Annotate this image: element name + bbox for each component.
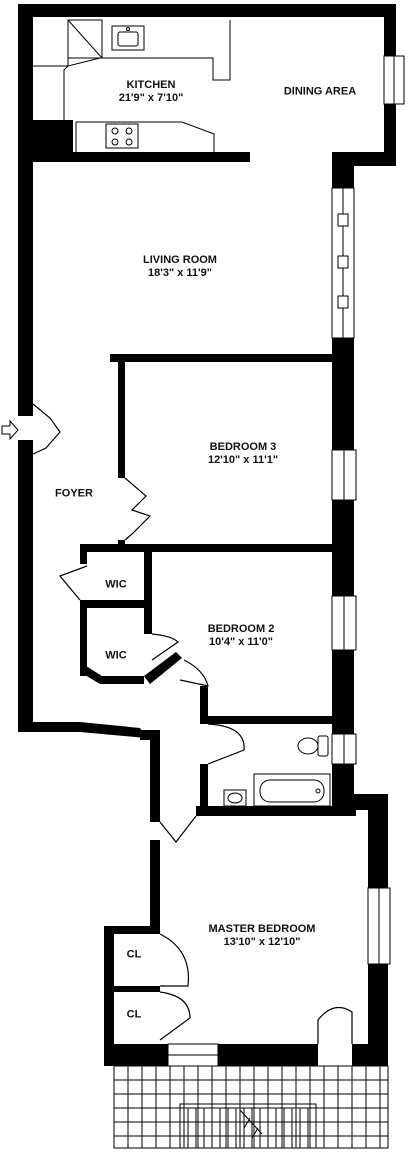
entry-door (32, 403, 61, 455)
wall-foyer-bottom-angle (80, 722, 146, 738)
door-wic1 (58, 565, 88, 601)
wall-right-mid (332, 152, 354, 188)
wall-left (18, 4, 33, 416)
window-bedroom3 (331, 449, 357, 501)
door-cl2 (159, 991, 191, 1041)
bath-sink-icon (223, 789, 247, 807)
wall-master-right2 (368, 964, 388, 1066)
wall-foyer-bottom (18, 722, 80, 732)
wall-bed3-left (118, 354, 125, 478)
wall-bed2-left (200, 686, 208, 720)
wall-bed2-top (80, 544, 354, 552)
window-bath (331, 733, 357, 765)
window-master-right (367, 887, 391, 965)
wall-bed3-top (110, 354, 354, 362)
wall-top (18, 4, 390, 17)
kitchen-counter (33, 19, 231, 152)
wall-right-mid5 (332, 764, 354, 798)
wall-right-dining (384, 4, 396, 56)
door-bath (207, 723, 245, 765)
door-master (159, 815, 197, 843)
door-bedroom2 (179, 659, 209, 687)
toilet-icon (297, 735, 329, 757)
bathtub-icon (253, 773, 331, 807)
wall-master-bottom (104, 1044, 168, 1066)
wall-master-left2 (150, 840, 160, 926)
stove-icon (105, 123, 139, 149)
window-bedroom2 (331, 595, 357, 651)
wall-bed2-bottom (200, 716, 354, 724)
wall-closet-left (104, 926, 114, 1066)
door-cl1 (159, 933, 190, 987)
wall-wic2-angle (144, 652, 182, 684)
wall-master-bottom3 (352, 1044, 388, 1066)
door-balcony (317, 1006, 353, 1044)
window-living (331, 187, 355, 339)
entry-arrow-icon (1, 419, 19, 441)
door-bedroom3 (124, 477, 152, 541)
wall-wic2-bottom (80, 666, 144, 684)
wall-right-mid4 (332, 650, 354, 734)
wall-closet-mid (104, 986, 160, 992)
wall-wic-right (144, 544, 152, 634)
wall-foyer-bottom2 (140, 730, 158, 740)
wall-wic-mid (80, 600, 152, 608)
sink-icon (111, 25, 145, 51)
wall-wic-left (80, 544, 87, 564)
wall-bath-left (200, 764, 208, 808)
window-dining (383, 55, 405, 105)
wall-master-left (150, 730, 160, 822)
terrace-grid (113, 1065, 389, 1149)
wall-kitchen-bottom (18, 152, 250, 162)
door-wic2 (151, 633, 179, 661)
wall-bath-bottom (196, 806, 356, 816)
wall-closet-top (104, 926, 160, 934)
window-master-bottom (167, 1043, 219, 1067)
wall-wic2-left (80, 600, 87, 676)
wall-master-right (368, 794, 388, 888)
wall-left-lower (18, 440, 33, 730)
wall-right-dining-b (384, 104, 396, 152)
wall-right-mid2 (332, 338, 354, 450)
wall-master-bottom2 (218, 1044, 318, 1066)
